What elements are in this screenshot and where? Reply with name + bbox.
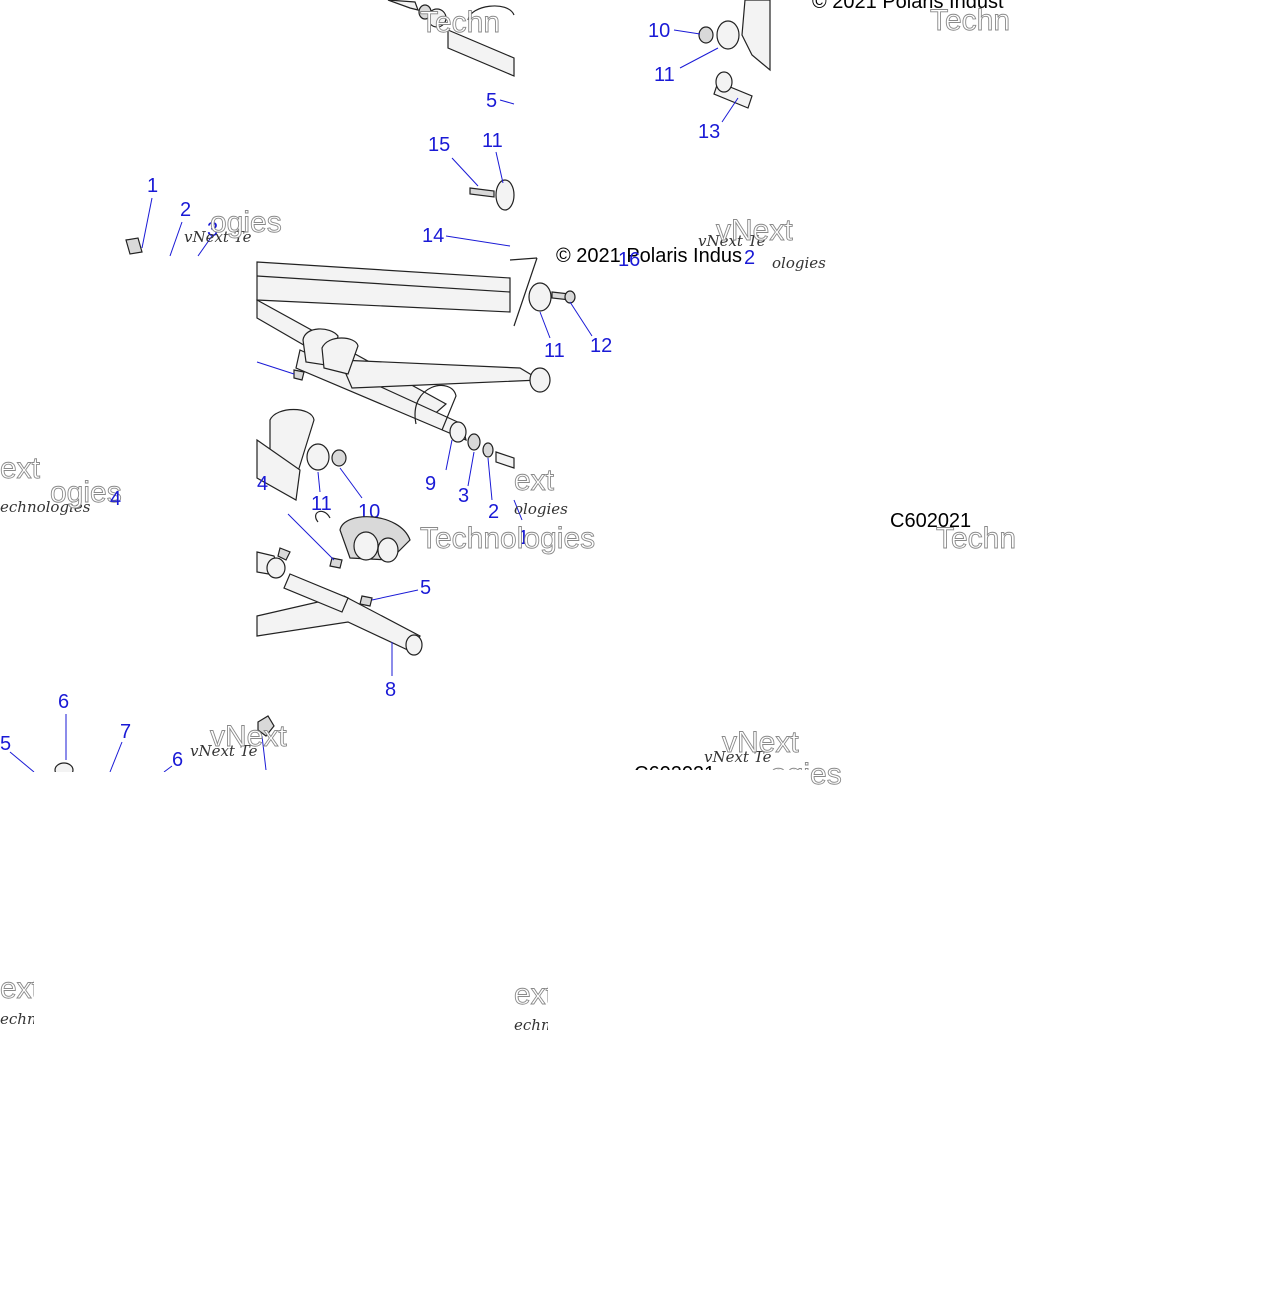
tile-mid-right: © 2021 Polaris Indus 16 2 vNext Te vNext…	[514, 214, 1017, 556]
bolt-fragment	[469, 187, 495, 198]
callout-8: 8	[385, 679, 396, 701]
copyright-top: © 2021 Polaris Indust	[812, 0, 1004, 13]
watermark-fragment: ogies	[210, 206, 282, 239]
tile-bottom-left: 5 6 7 6 vNext Te vNext	[0, 691, 288, 778]
bushing-2	[377, 537, 399, 563]
grease-fitting	[293, 369, 305, 381]
watermark-fragment: ext	[0, 452, 41, 485]
bolt-head	[564, 290, 576, 304]
tile-left-mid: ext echnologies ogies 4	[0, 452, 122, 516]
bushing	[353, 531, 379, 561]
callout-4-fragment: 4	[257, 473, 268, 495]
copyright-middle: © 2021 Polaris Indus	[556, 245, 742, 267]
callout-4: 4	[110, 488, 121, 510]
watermark-small: vNext Te	[704, 748, 772, 766]
grease-fitting	[257, 715, 275, 737]
callout-6b: 6	[172, 749, 183, 771]
pivot-arm-lower	[256, 438, 301, 501]
callout-10: 10	[648, 20, 670, 42]
watermark-fragment: ogies	[50, 476, 122, 509]
callout-5: 5	[0, 733, 11, 755]
watermark-small: ologies	[772, 254, 826, 272]
tile-mask	[34, 960, 514, 1040]
grease-fitting	[359, 595, 373, 607]
watermark-small: vNext Te	[184, 228, 252, 246]
tile-mask	[548, 960, 808, 1040]
watermark-fragment: Techn	[936, 522, 1016, 555]
washer-fragment-2	[495, 179, 515, 211]
nut-10	[331, 449, 347, 467]
callout-2: 2	[488, 501, 499, 523]
grease-fitting	[277, 547, 291, 561]
grease-fitting	[329, 557, 343, 569]
bolt-1	[495, 451, 515, 469]
lower-short-tube	[283, 573, 349, 613]
tile-top-center: 5 15 11 14 Techn	[387, 0, 515, 247]
callout-13: 13	[698, 121, 720, 143]
watermark-small: ologies	[514, 500, 568, 518]
tile-bottom-fragments: ext echnc ext echno	[0, 960, 808, 1040]
watermark-techno: Technologies	[420, 522, 595, 555]
tile-mid-left: 1 2 3 vNext Te ogies	[125, 175, 282, 257]
callout-11: 11	[654, 64, 675, 86]
callout-5: 5	[420, 577, 431, 599]
cross-tube	[295, 349, 467, 442]
figure-code: C602021	[890, 510, 971, 532]
washer-fragment	[427, 8, 447, 28]
callout-16-fragment: 16	[618, 249, 640, 271]
tube-fragment-2	[447, 29, 515, 77]
washer-11	[306, 443, 330, 471]
callout-2-fragment: 2	[744, 247, 755, 269]
callout-3: 3	[458, 485, 469, 507]
callout-11: 11	[482, 130, 503, 152]
callout-14: 14	[422, 225, 444, 247]
watermark-fragment: ext	[514, 464, 555, 497]
callout-7: 7	[120, 721, 131, 743]
callout-1: 1	[147, 175, 158, 197]
watermark-small: echnologies	[0, 498, 91, 516]
watermark-fragment: Techn	[930, 4, 1010, 37]
callout-3: 3	[207, 219, 218, 241]
watermark-small: vNext Te	[190, 742, 258, 760]
lower-cross-tube	[339, 359, 543, 389]
tube-end	[405, 634, 423, 656]
bolt-head	[125, 237, 143, 255]
tile-top-right: 10 11 13 © 2021 Polaris Indust Techn	[648, 0, 1011, 143]
washer-3	[467, 433, 481, 451]
washer	[528, 282, 552, 312]
nut	[698, 26, 714, 44]
callout-5: 5	[486, 90, 497, 112]
mount-bracket-2	[321, 337, 359, 375]
tube-fragment	[387, 0, 419, 11]
tube-end	[266, 557, 286, 579]
upper-tube	[256, 261, 511, 313]
watermark-fragment: vNext	[722, 726, 799, 759]
tile-main: 11 12 9 3 2 1 11 10	[256, 257, 612, 701]
callout-2: 2	[180, 199, 191, 221]
callout-11: 11	[311, 493, 332, 515]
callout-6: 6	[58, 691, 69, 713]
washer-2	[482, 442, 494, 458]
callout-11: 11	[544, 340, 565, 362]
tube-end	[529, 367, 551, 393]
callout-1: 1	[518, 527, 529, 549]
watermark-fragment: Techn	[420, 6, 500, 39]
callout-15: 15	[428, 134, 450, 156]
watermark-fragment: vNext	[716, 214, 793, 247]
washer	[716, 20, 740, 50]
bushing-end	[715, 71, 733, 93]
callout-9: 9	[425, 473, 436, 495]
watermark-small: vNext Te	[698, 232, 766, 250]
watermark-fragment: vNext	[210, 720, 287, 753]
bracket-fragment	[741, 0, 771, 72]
callout-12: 12	[590, 335, 612, 357]
tube-end	[449, 421, 467, 443]
clip-fragment	[467, 5, 515, 21]
